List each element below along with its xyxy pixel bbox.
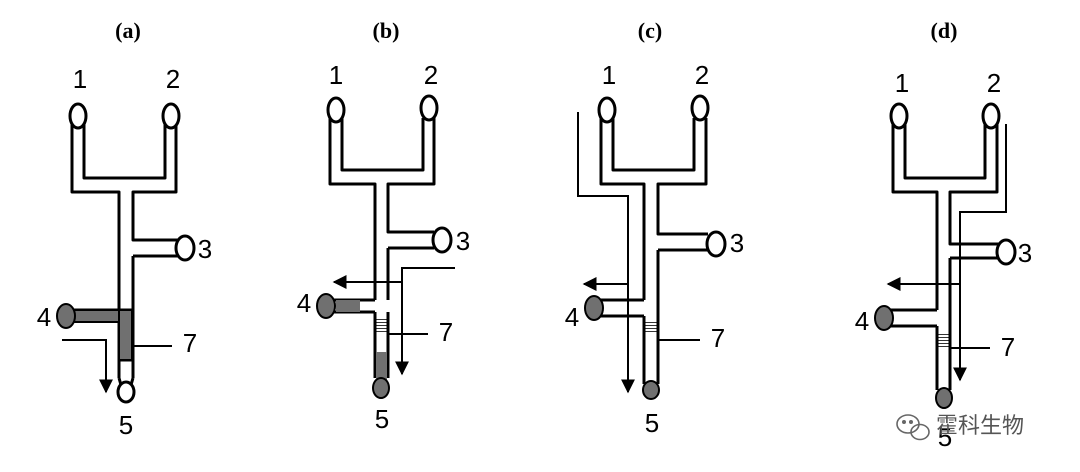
reservoir-4 (584, 295, 604, 321)
reservoir-3 (995, 238, 1017, 266)
channel-walls (599, 118, 708, 384)
port-label-2: 2 (424, 60, 438, 90)
reservoir-5 (642, 380, 660, 400)
watermark-text: 霍科生物 (936, 414, 1024, 439)
flow-arrow (62, 339, 113, 394)
reservoir-4 (874, 305, 894, 331)
port-label-4: 4 (855, 306, 869, 336)
port-label-5: 5 (938, 422, 952, 452)
port-label-7: 7 (1001, 332, 1015, 362)
port-label-5: 5 (375, 404, 389, 434)
panel-title: (c) (638, 18, 662, 43)
port-label-3: 3 (198, 234, 212, 264)
reservoir-5 (372, 377, 390, 399)
sample-channel-4 (56, 303, 135, 362)
sample-channel-4 (584, 295, 644, 321)
channel-walls (891, 124, 1000, 390)
watermark: 霍科生物 (896, 414, 1024, 441)
port-label-2: 2 (987, 68, 1001, 98)
hatched-plug (645, 320, 657, 332)
port-label-3: 3 (456, 226, 470, 256)
reservoirs (326, 94, 453, 254)
port-label-7: 7 (439, 317, 453, 347)
hatched-plug (376, 318, 387, 332)
port-label-2: 2 (695, 60, 709, 90)
port-label-1: 1 (895, 68, 909, 98)
reservoir-5 (116, 380, 136, 404)
panel-title: (d) (931, 18, 958, 43)
sample-channel-4 (316, 293, 375, 319)
panel-title: (b) (373, 18, 400, 43)
reservoir-1 (326, 96, 346, 124)
reservoir-4 (56, 303, 76, 329)
channel-walls (328, 118, 436, 378)
port-label-4: 4 (297, 288, 311, 318)
panel-b: (b) 1 2 3 4 (297, 18, 470, 434)
reservoir-1 (889, 102, 909, 130)
wechat-icon (896, 414, 930, 441)
port-label-3: 3 (1018, 238, 1032, 268)
flow-arrow-down (577, 112, 635, 394)
panel-d: (d) 1 2 3 4 5 7 (855, 18, 1032, 452)
reservoir-2 (419, 94, 439, 122)
reservoir-3 (431, 226, 453, 254)
reservoir-3 (705, 230, 727, 258)
reservoir-5 (935, 387, 953, 409)
port-label-3: 3 (730, 228, 744, 258)
port-label-1: 1 (602, 60, 616, 90)
port-label-4: 4 (37, 302, 51, 332)
reservoir-2 (981, 102, 1001, 130)
reservoir-1 (68, 102, 88, 130)
port-label-2: 2 (166, 64, 180, 94)
reservoirs (68, 102, 196, 404)
reservoir-4 (316, 293, 336, 319)
flow-arrow-down (395, 267, 455, 376)
port-label-4: 4 (565, 302, 579, 332)
reservoir-1 (597, 96, 617, 124)
reservoir-3 (174, 234, 196, 262)
sample-fill-5 (376, 352, 387, 382)
port-label-1: 1 (73, 64, 87, 94)
reservoir-2 (161, 102, 181, 130)
hatched-plug (938, 334, 949, 348)
port-label-5: 5 (119, 410, 133, 440)
flow-arrow-down (953, 124, 1007, 382)
reservoir-2 (690, 94, 710, 122)
reservoirs (597, 94, 727, 258)
port-label-7: 7 (183, 328, 197, 358)
sample-channel-4 (874, 305, 937, 331)
reservoirs (889, 102, 1017, 266)
panel-title: (a) (115, 18, 141, 43)
port-label-5: 5 (645, 408, 659, 438)
port-label-7: 7 (711, 323, 725, 353)
port-label-1: 1 (329, 60, 343, 90)
panel-c: (c) 1 2 3 4 5 7 (565, 18, 744, 438)
panel-a: (a) 1 2 3 4 (37, 18, 212, 440)
